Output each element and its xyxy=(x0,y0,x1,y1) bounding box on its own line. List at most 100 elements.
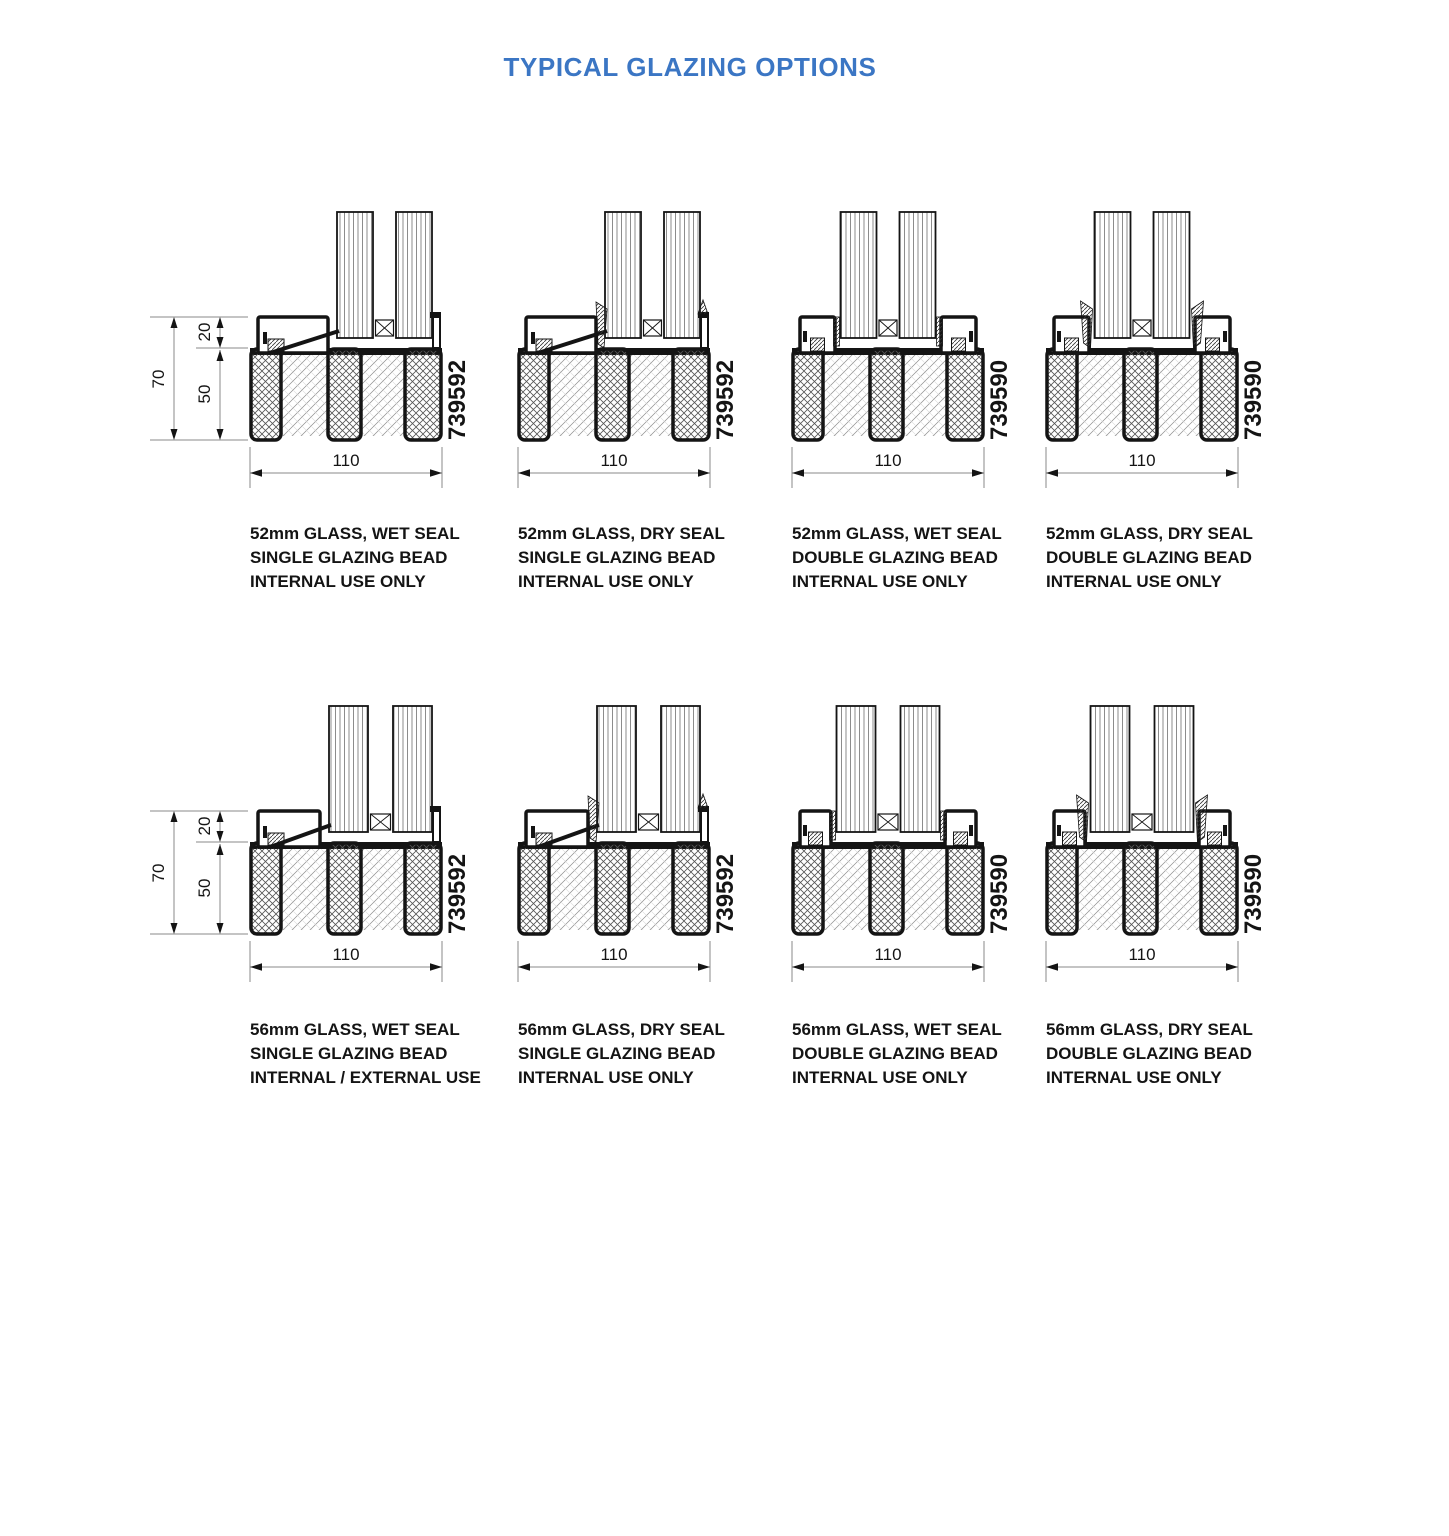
section-drawing: 110 739592 xyxy=(517,211,739,488)
part-number: 739592 xyxy=(712,854,739,934)
thermal-break xyxy=(824,846,869,930)
thermal-break xyxy=(1078,846,1123,930)
frame-chamber xyxy=(868,841,905,936)
bead-hook xyxy=(803,825,807,836)
frame-chamber xyxy=(594,841,631,936)
frame-chamber xyxy=(249,347,283,442)
bead-hook xyxy=(531,826,535,838)
section-drawing: 110 739592 xyxy=(249,705,471,982)
caption-line: DOUBLE GLAZING BEAD xyxy=(1046,1044,1252,1063)
width-dim-label: 110 xyxy=(332,451,359,470)
wet-gasket xyxy=(833,316,840,347)
dry-gasket xyxy=(1195,794,1208,843)
wet-gasket xyxy=(940,810,947,841)
frame-chamber xyxy=(326,841,363,936)
glazing-diagram: 110 739592 xyxy=(248,704,492,990)
thermal-break xyxy=(630,352,672,436)
caption-line: DOUBLE GLAZING BEAD xyxy=(1046,548,1252,567)
thermal-break xyxy=(904,352,946,436)
height-dim-label: 70 xyxy=(149,864,168,883)
diagram-caption: 52mm GLASS, WET SEAL SINGLE GLAZING BEAD… xyxy=(250,522,530,594)
bead-hook xyxy=(969,331,973,342)
thermal-break xyxy=(550,846,595,930)
bead-hook xyxy=(531,332,535,344)
glass-pane xyxy=(663,211,701,339)
frame-upstand xyxy=(700,313,709,349)
page-title: TYPICAL GLAZING OPTIONS xyxy=(503,52,877,82)
glass-pane xyxy=(1152,211,1191,339)
section-drawing: 110 739592 xyxy=(517,705,739,982)
dry-gasket xyxy=(595,301,608,349)
caption-line: DOUBLE GLAZING BEAD xyxy=(792,1044,998,1063)
part-number: 739590 xyxy=(1240,854,1267,934)
thermal-break xyxy=(362,352,404,436)
thermal-break xyxy=(282,352,327,436)
caption-line: 56mm GLASS, DRY SEAL xyxy=(518,1020,725,1039)
bead-hook xyxy=(263,332,267,344)
bead-clip xyxy=(1062,831,1077,846)
bead-hook xyxy=(1223,331,1227,342)
frame-chamber xyxy=(1199,841,1239,936)
bead-hook xyxy=(1223,825,1227,836)
bead-clip xyxy=(953,831,968,846)
thermal-break xyxy=(1078,352,1123,436)
frame-upstand xyxy=(432,807,441,843)
frame-zone-dim-label: 50 xyxy=(195,879,214,898)
thermal-break xyxy=(1158,352,1200,436)
glass-pane xyxy=(1093,211,1132,339)
frame-chamber xyxy=(791,841,825,936)
frame-chamber xyxy=(671,347,711,442)
frame-chamber xyxy=(868,347,905,442)
seal-arm xyxy=(269,329,340,355)
frame-chamber xyxy=(403,347,443,442)
diagram-caption: 56mm GLASS, WET SEAL DOUBLE GLAZING BEAD… xyxy=(792,1018,1072,1090)
caption-line: 52mm GLASS, WET SEAL xyxy=(250,524,460,543)
glass-pane xyxy=(899,705,941,833)
thermal-break xyxy=(1158,846,1200,930)
glass-pane xyxy=(1153,705,1195,833)
bead-clip xyxy=(1064,337,1079,352)
width-dim-label: 110 xyxy=(600,451,627,470)
frame-chamber xyxy=(945,841,985,936)
bead-clip xyxy=(1205,337,1220,352)
glass-pane xyxy=(395,211,433,339)
frame-chamber xyxy=(249,841,283,936)
diagram-caption: 56mm GLASS, WET SEAL SINGLE GLAZING BEAD… xyxy=(250,1018,530,1090)
frame-chamber xyxy=(671,841,711,936)
bead-clip xyxy=(810,337,825,352)
glass-pane xyxy=(1089,705,1131,833)
diagram-caption: 56mm GLASS, DRY SEAL SINGLE GLAZING BEAD… xyxy=(518,1018,798,1090)
glass-pane xyxy=(328,705,369,833)
glazing-diagram: 110 739592 xyxy=(516,704,760,990)
part-number: 739592 xyxy=(444,360,471,440)
width-dim-label: 110 xyxy=(600,945,627,964)
wet-gasket xyxy=(936,316,943,347)
dry-gasket xyxy=(587,795,600,843)
part-number: 739592 xyxy=(444,854,471,934)
caption-line: DOUBLE GLAZING BEAD xyxy=(792,548,998,567)
height-dim-label: 70 xyxy=(149,370,168,389)
frame-chamber xyxy=(1199,347,1239,442)
bead-hook xyxy=(263,826,267,838)
caption-line: INTERNAL USE ONLY xyxy=(1046,1068,1222,1087)
caption-line: INTERNAL / EXTERNAL USE xyxy=(250,1068,481,1087)
seal-arm xyxy=(269,823,332,849)
part-number: 739592 xyxy=(712,360,739,440)
thermal-break xyxy=(282,846,327,930)
frame-chamber xyxy=(594,347,631,442)
caption-line: 56mm GLASS, DRY SEAL xyxy=(1046,1020,1253,1039)
caption-line: INTERNAL USE ONLY xyxy=(792,1068,968,1087)
glass-pane xyxy=(898,211,937,339)
part-number: 739590 xyxy=(986,360,1013,440)
caption-line: INTERNAL USE ONLY xyxy=(792,572,968,591)
width-dim-label: 110 xyxy=(332,945,359,964)
bead-clip xyxy=(1207,831,1222,846)
glass-pane xyxy=(660,705,701,833)
frame-chamber xyxy=(517,841,551,936)
